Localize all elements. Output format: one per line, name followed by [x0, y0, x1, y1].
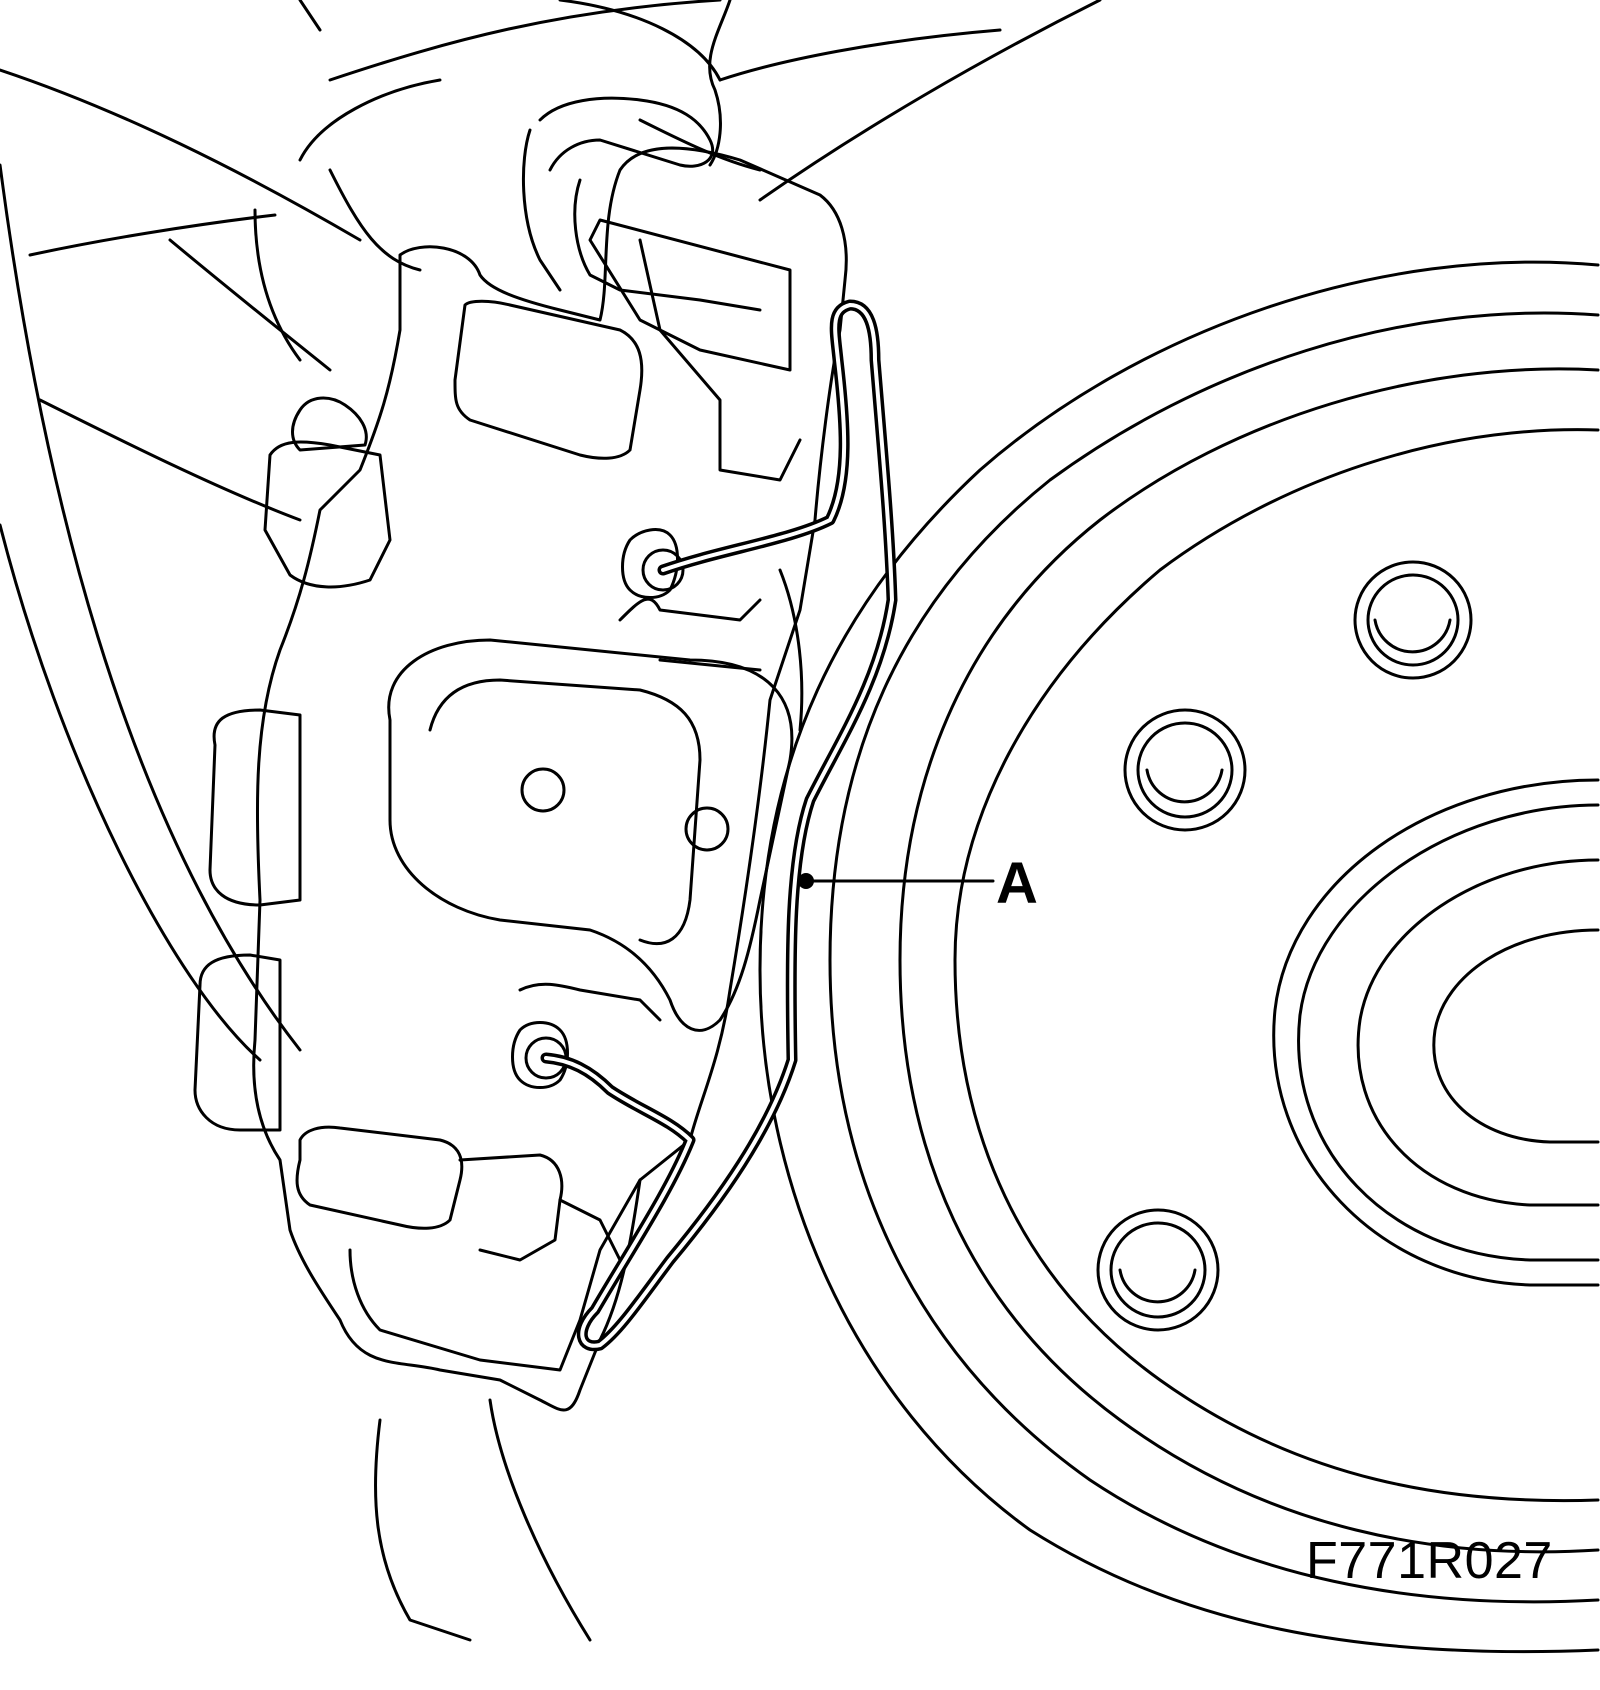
hub-ring [1297, 803, 1600, 1262]
hub-bore [1432, 928, 1600, 1144]
caliper-left-lug-upper [263, 440, 392, 589]
brake-disc [758, 260, 1600, 1654]
caliper-bolt-boss-lower [511, 1021, 569, 1089]
hub-inner [1356, 858, 1600, 1207]
pad-hole-right [684, 806, 730, 852]
wheel-stud-bottom [1096, 1208, 1220, 1332]
wheel-stud-middle [1123, 708, 1247, 832]
caliper-lower-window-left [295, 1125, 464, 1230]
wheel-studs [1096, 560, 1473, 1332]
spring-wire-highlight [544, 303, 894, 1348]
hub-outer [1272, 778, 1600, 1287]
caliper-bolt-upper [641, 548, 685, 592]
caliper-lower-window-right [458, 1153, 564, 1262]
callout-dot [798, 873, 814, 889]
caliper-left-lug-lower [193, 953, 282, 1132]
callout-label-a: A [996, 851, 1038, 916]
caliper-contour-4 [778, 568, 804, 732]
caliper-upper-ear [538, 96, 715, 172]
figure-code: F771R027 [1306, 1532, 1553, 1590]
pad-top-detail [638, 238, 802, 482]
disc-ring-4 [953, 428, 1600, 1503]
disc-outer-edge [758, 260, 1600, 1654]
caliper-contour-3 [658, 658, 762, 672]
caliper-lower-detail [558, 1198, 622, 1262]
disc-ring-3 [898, 367, 1600, 1554]
caliper-contour-2 [518, 982, 662, 1022]
pad-top-plate [588, 218, 792, 372]
brake-pad-backing-plate [387, 638, 794, 1032]
brake-pad-inner-line [428, 678, 702, 946]
caliper-contour-1 [618, 597, 762, 622]
wheel-hub [1272, 778, 1600, 1287]
caliper-left-tab-top [291, 396, 368, 452]
suspension-background [0, 0, 1102, 1642]
caliper-lower-base [348, 1178, 642, 1372]
anti-rattle-spring-inner [544, 303, 894, 1348]
caliper-left-lug-middle [208, 708, 302, 907]
caliper-body-outline [252, 146, 848, 1412]
caliper-upper-window [453, 299, 644, 460]
disc-ring-2 [828, 311, 1600, 1604]
callout-leader [798, 873, 995, 889]
brake-caliper [193, 96, 848, 1412]
pad-hole-left [520, 767, 566, 813]
pad-top-holder [573, 178, 762, 312]
wheel-stud-top [1353, 560, 1473, 680]
caliper-upper-ear-left [521, 128, 562, 292]
